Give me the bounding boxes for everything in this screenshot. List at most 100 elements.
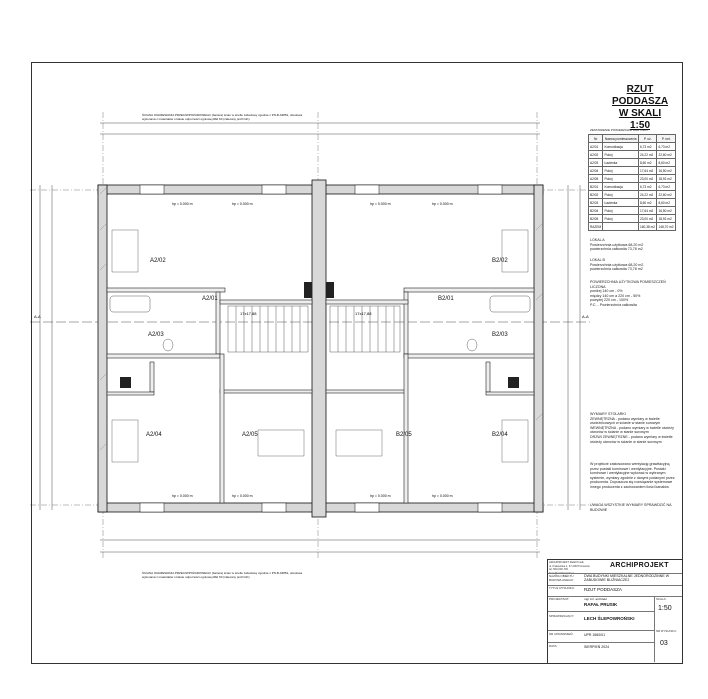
table-cell: B2/05 — [587, 214, 604, 223]
table-cell: 24,22 m2 — [637, 190, 658, 199]
level-label-4: hp = 0.000 m — [432, 202, 453, 206]
room-label-a2-05: A2/05 — [242, 432, 258, 438]
table-cell: 22,60 m2 — [656, 190, 676, 199]
table-cell: 18,92 m2 — [656, 214, 676, 223]
table-cell: 16,50 m2 — [656, 206, 676, 215]
table-cell: B2/04 — [587, 206, 604, 215]
note-wentylacja: W projekcie zastosowano wentylację grawi… — [590, 462, 675, 489]
section-mark-left: A-A — [34, 314, 41, 319]
table-cell: 16,50 m2 — [656, 166, 676, 175]
table-cell: 160,38 m2 — [637, 222, 658, 231]
level-label-1: hp = 0.000 m — [172, 202, 193, 206]
date-value: SIERPIEŃ 2024 — [584, 645, 610, 649]
table-cell: Komunikacja — [602, 142, 639, 151]
section-mark-right: A-A — [582, 314, 589, 319]
drawing-label: TYTUŁ RYSUNKU: — [549, 586, 575, 590]
room-label-b2-05: B2/05 — [396, 432, 412, 438]
checker-label: SPRAWDZAJĄCY: — [549, 614, 575, 618]
table-cell: Pokój — [602, 166, 639, 175]
table-cell: 8,60 m2 — [656, 198, 676, 207]
table-cell: A2/01 — [587, 142, 604, 151]
scale-label: SKALA: — [656, 597, 667, 601]
summary-col-header: Nr — [587, 134, 604, 143]
note-lokal-b: LOKAL B Powierzchnia użytkowa 68,20 m2 p… — [590, 258, 644, 272]
designer-name: RAFAŁ PRUSIK — [584, 602, 618, 607]
room-label-a2-03: A2/03 — [148, 332, 164, 338]
drawing-title: RZUT PODDASZA W SKALI 1:50 — [608, 84, 672, 132]
title-block: ARCHIPROJEKT Rafał Prusik ul. Krakowska … — [547, 559, 683, 664]
drawing-sheet — [31, 62, 683, 664]
room-label-a2-02: A2/02 — [150, 258, 166, 264]
level-label-8: hp = 0.000 m — [432, 494, 453, 498]
number-label: NR RYSUNKU: — [656, 629, 677, 633]
table-cell: A2/02 — [587, 150, 604, 159]
table-cell: 148,70 m2 — [656, 222, 676, 231]
table-cell: 18,92 m2 — [656, 174, 676, 183]
permit-label: NR UPRAWNIEŃ: — [549, 632, 574, 636]
table-cell: B2/03 — [587, 198, 604, 207]
number-value: 03 — [660, 640, 668, 647]
designer-label: PROJEKTANT: — [549, 597, 570, 601]
summary-col-header: P. net. — [656, 134, 676, 143]
table-cell: 8,60 m2 — [637, 158, 658, 167]
company-logo: ARCHIPROJEKT — [610, 562, 669, 569]
drawing-value: RZUT PODDASZA — [584, 587, 622, 592]
room-label-b2-01: B2/01 — [438, 296, 454, 302]
table-cell: 22,60 m2 — [656, 150, 676, 159]
object-value: DWA BUDYNKI MIESZKALNE JEDNORODZINNE W Z… — [584, 574, 670, 582]
table-cell: A2/05 — [587, 174, 604, 183]
table-cell: Pokój — [602, 206, 639, 215]
checker-name: LECH ŚLEPOWROŃSKI — [584, 616, 635, 621]
note-lokal-a: LOKAL A Powierzchnia użytkowa 68,20 m2 p… — [590, 238, 644, 252]
table-cell: Pokój — [602, 174, 639, 183]
table-cell: 6,73 m2 — [656, 142, 676, 151]
room-label-b2-04: B2/04 — [492, 432, 508, 438]
table-cell: A2/03 — [587, 158, 604, 167]
table-cell: Pokój — [602, 214, 639, 223]
stairs-label-b: 17x17,88 — [355, 311, 372, 316]
date-label: DATA: — [549, 644, 558, 648]
level-label-3: hp = 0.000 m — [370, 202, 391, 206]
table-cell: Pokój — [602, 150, 639, 159]
summary-col-header: P. uż. — [637, 134, 658, 143]
summary-table-heading: ZESTAWIENIE POWIERZCHNI BUDYNKU — [590, 128, 648, 132]
table-cell: 17,64 m2 — [637, 166, 658, 175]
table-cell: 6,73 m2 — [637, 142, 658, 151]
table-cell: 8,60 m2 — [637, 198, 658, 207]
table-cell: Łazienka — [602, 158, 639, 167]
note-pow: POWIERZCHNIA UŻYTKOWA POMIESZCZEŃ LICZON… — [590, 280, 666, 307]
table-cell: Komunikacja — [602, 182, 639, 191]
summary-col-header: Nazwa pomieszczenia — [602, 134, 639, 143]
table-cell: 23,00 m2 — [637, 214, 658, 223]
designer-role: mgr inż. architekt — [584, 597, 607, 601]
level-label-2: hp = 0.000 m — [232, 202, 253, 206]
table-cell: 6,73 m2 — [656, 182, 676, 191]
room-label-b2-02: B2/02 — [492, 258, 508, 264]
annotation-bottom: ŚCIANA OGRZEWANIA PRZECIWPOŻAROWEGO (bar… — [142, 571, 303, 579]
table-cell: 8,60 m2 — [656, 158, 676, 167]
room-label-b2-03: B2/03 — [492, 332, 508, 338]
table-cell: A2/04 — [587, 166, 604, 175]
level-label-6: hp = 0.000 m — [232, 494, 253, 498]
table-cell: 6,73 m2 — [637, 182, 658, 191]
note-uwaga: UWAGA WSZYSTKIE WYMIARY SPRAWDZIĆ NA BUD… — [590, 503, 672, 512]
object-label: NAZWA OBIEKTU BUDOWLANEGO: — [549, 574, 574, 582]
table-cell: Pokój — [602, 190, 639, 199]
drawing-title-line2: W SKALI 1:50 — [618, 108, 662, 131]
note-stolarka: WYMIARY STOLARKI ZEWNĘTRZNA - podano wym… — [590, 412, 674, 444]
stairs-label-a: 17x17,88 — [240, 311, 257, 316]
scale-value: 1:50 — [658, 605, 672, 612]
room-label-a2-04: A2/04 — [146, 432, 162, 438]
